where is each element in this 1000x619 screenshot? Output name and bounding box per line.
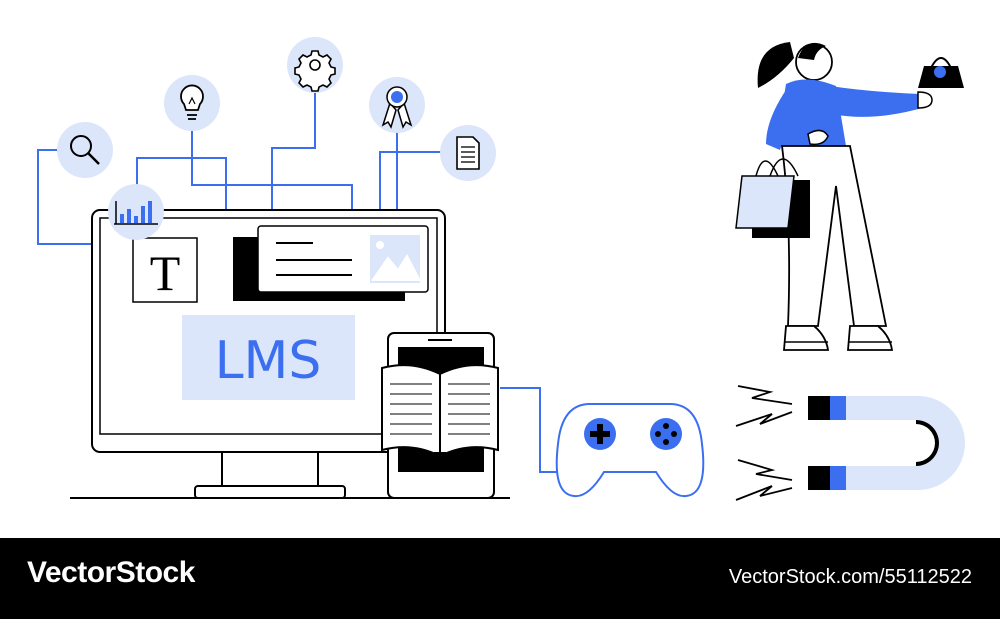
shopping-bag-icon [735, 158, 810, 238]
search-icon [57, 122, 113, 178]
open-book-icon [381, 364, 499, 458]
lms-illustration: T LMS [37, 37, 965, 501]
gamepad-icon [555, 403, 705, 498]
handbag-icon [918, 57, 964, 88]
bar-chart-icon [108, 184, 164, 240]
document-icon [440, 125, 496, 181]
footer-bar: VectorStock VectorStock.com/55112522 [0, 538, 1000, 619]
text-tool-box: T [132, 237, 198, 303]
content-card [233, 225, 429, 301]
vectorstock-logo: VectorStock [27, 556, 195, 589]
image-icon [370, 235, 421, 283]
text-tool-glyph: T [150, 245, 181, 301]
shopper-figure [735, 42, 964, 351]
award-ribbon-icon [369, 77, 425, 133]
lms-banner: LMS [182, 315, 355, 400]
lms-label: LMS [215, 331, 322, 391]
lightbulb-icon [164, 75, 220, 131]
gear-icon [287, 37, 343, 93]
connector-lines [37, 65, 566, 473]
image-url: VectorStock.com/55112522 [728, 566, 972, 588]
magnet-icon [735, 385, 965, 501]
